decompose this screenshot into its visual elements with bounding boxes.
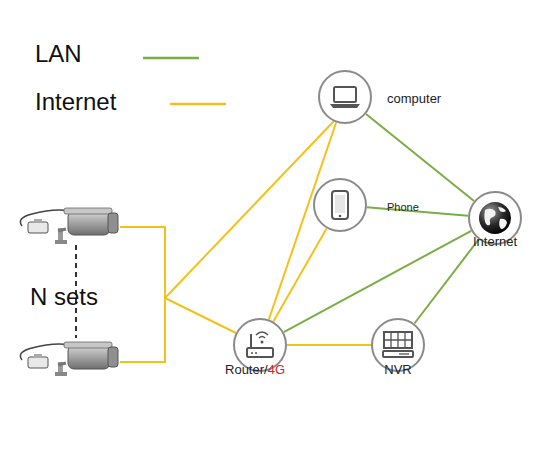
device-label: Phone	[387, 199, 419, 215]
device-circle: Router/4G	[233, 318, 287, 372]
set-count-label: N sets	[30, 283, 98, 311]
network-link	[273, 228, 326, 321]
device-label: Internet	[473, 234, 517, 250]
device-label: Router/4G	[225, 362, 285, 378]
camera-wiring	[120, 121, 334, 362]
legend-sample	[170, 103, 226, 106]
legend-text: LAN	[35, 40, 82, 68]
camera-symbol	[20, 342, 118, 376]
device-label: computer	[387, 91, 441, 107]
device-circle: Internet	[468, 191, 522, 245]
network-link	[366, 114, 474, 201]
network-link	[284, 231, 471, 332]
network-link	[287, 344, 371, 346]
device-label: NVR	[384, 362, 411, 378]
camera-symbol	[20, 208, 118, 244]
accent-text: 4G	[268, 362, 285, 377]
laptop-icon	[320, 72, 370, 122]
network-link	[414, 240, 478, 324]
device-circle: NVR	[371, 318, 425, 372]
legend-text: Internet	[35, 88, 116, 116]
legend-sample	[143, 57, 199, 60]
device-circle: Phone	[313, 178, 367, 232]
phone-icon	[315, 180, 365, 230]
device-circle: computer	[318, 70, 372, 124]
